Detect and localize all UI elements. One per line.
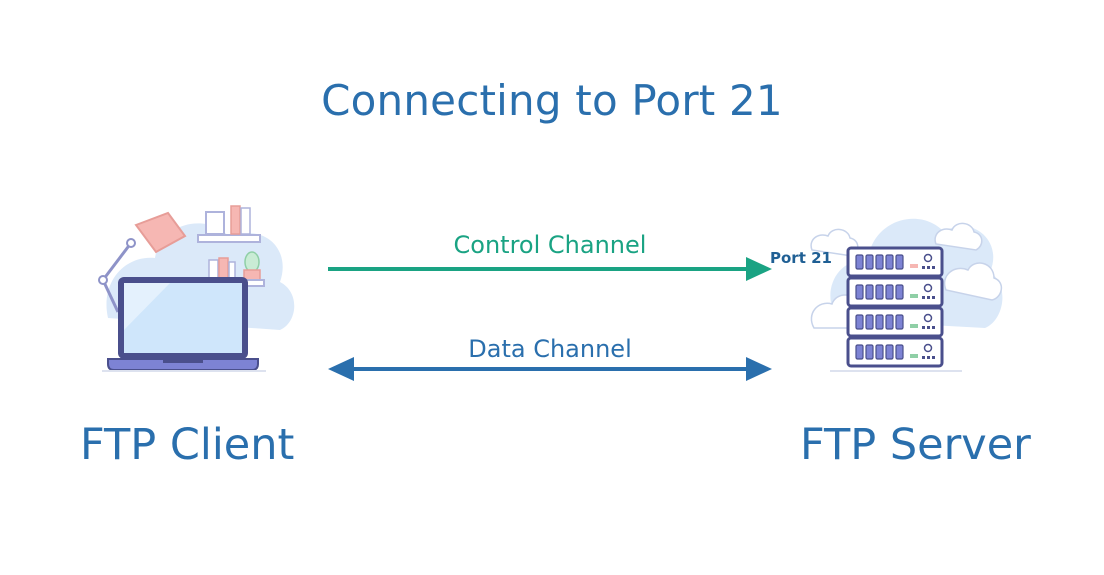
control-channel-label: Control Channel (453, 231, 647, 259)
diagram-title: Connecting to Port 21 (321, 76, 783, 125)
server-rack-icon (810, 218, 1003, 372)
client-label: FTP Client (80, 420, 295, 470)
data-channel-label: Data Channel (468, 335, 632, 363)
server-rack-unit (846, 246, 944, 278)
laptop-icon (98, 205, 295, 372)
control-channel-arrow (328, 257, 772, 281)
port-label: Port 21 (770, 249, 832, 267)
server-rack-unit (846, 306, 944, 338)
server-rack-unit (846, 336, 944, 368)
server-label: FTP Server (800, 420, 1031, 470)
server-rack-unit (846, 276, 944, 308)
data-channel-arrow (328, 357, 772, 381)
